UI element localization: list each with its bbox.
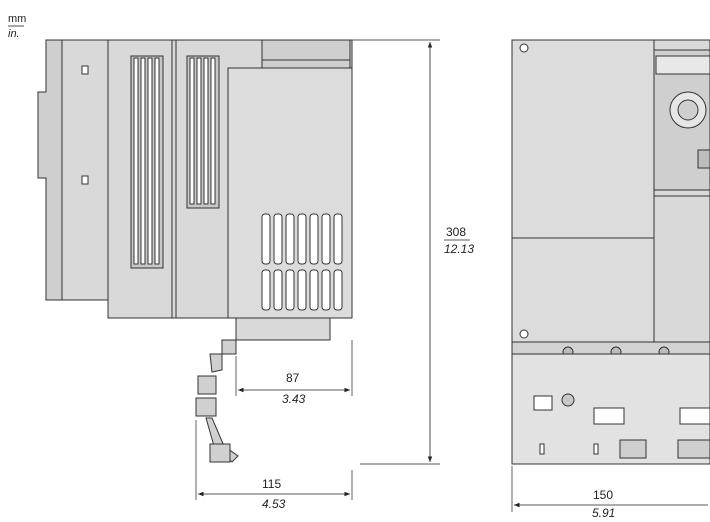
dimension-height: 308 12.13	[352, 39, 474, 465]
side-vents-left	[130, 55, 164, 269]
side-back-plate	[37, 39, 63, 301]
dimension-width: 150 5.91	[511, 466, 708, 520]
front-view	[511, 39, 710, 465]
units-legend: mm in.	[8, 13, 26, 40]
width-mm: 150	[593, 488, 613, 502]
side-cable-clamp	[195, 339, 239, 463]
dimension-depth-total: 115 4.53	[195, 420, 353, 511]
unit-primary: mm	[8, 13, 26, 25]
depth-total-in: 4.53	[262, 497, 286, 511]
side-vents-bottom	[261, 213, 343, 311]
side-top-connector	[261, 39, 351, 69]
depth-front-mm: 87	[286, 371, 300, 385]
depth-total-mm: 115	[262, 477, 281, 491]
side-view	[37, 39, 353, 463]
height-in: 12.13	[444, 242, 474, 256]
unit-secondary: in.	[8, 28, 20, 40]
depth-front-in: 3.43	[282, 392, 306, 406]
side-vents-middle	[186, 55, 220, 209]
dimension-depth-front: 87 3.43	[235, 340, 353, 406]
width-in: 5.91	[592, 506, 615, 520]
height-mm: 308	[446, 225, 466, 239]
